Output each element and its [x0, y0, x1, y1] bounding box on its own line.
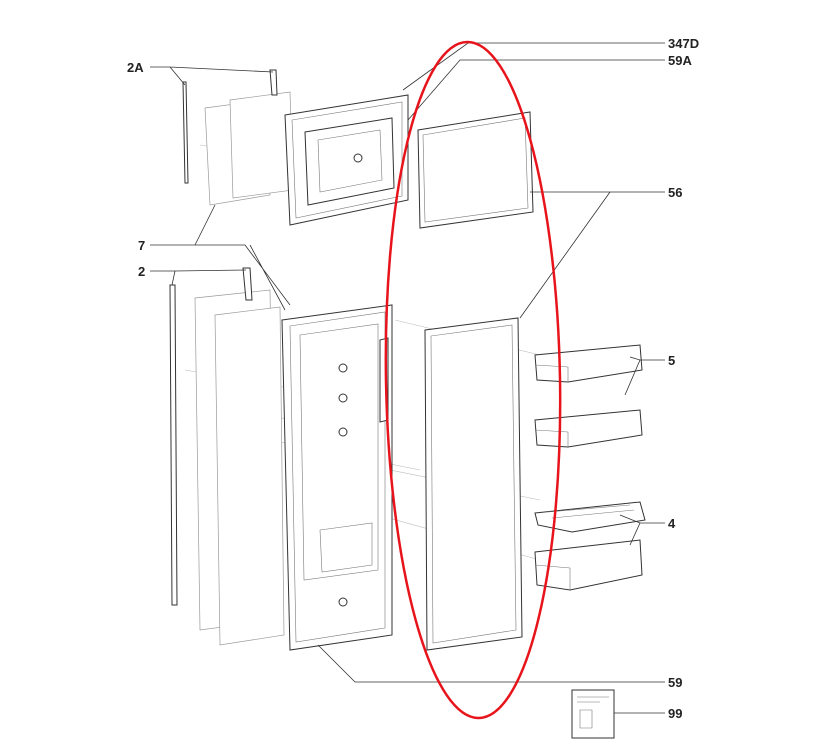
label-5: 5	[668, 353, 675, 368]
door-shelves-5	[534, 344, 643, 448]
label-7: 7	[138, 238, 145, 253]
part-labels: 2A 7 2 347D 59A 56 5 4 59 99	[127, 36, 699, 721]
panel-2A	[182, 69, 294, 206]
fridge-door	[281, 304, 393, 651]
label-59A: 59A	[668, 53, 692, 68]
label-347D: 347D	[668, 36, 699, 51]
freezer-door	[284, 94, 409, 226]
label-56: 56	[668, 185, 682, 200]
label-99: 99	[668, 706, 682, 721]
gasket-59A	[417, 111, 534, 229]
leader-lines	[150, 42, 665, 714]
manual-booklet-99	[571, 689, 615, 739]
panel-2	[169, 267, 285, 646]
label-4: 4	[668, 516, 676, 531]
gasket-56	[424, 317, 523, 651]
highlight-ellipse	[384, 40, 562, 720]
label-2: 2	[138, 264, 145, 279]
door-shelves-4	[534, 501, 646, 591]
label-2A: 2A	[127, 60, 144, 75]
label-59: 59	[668, 675, 682, 690]
